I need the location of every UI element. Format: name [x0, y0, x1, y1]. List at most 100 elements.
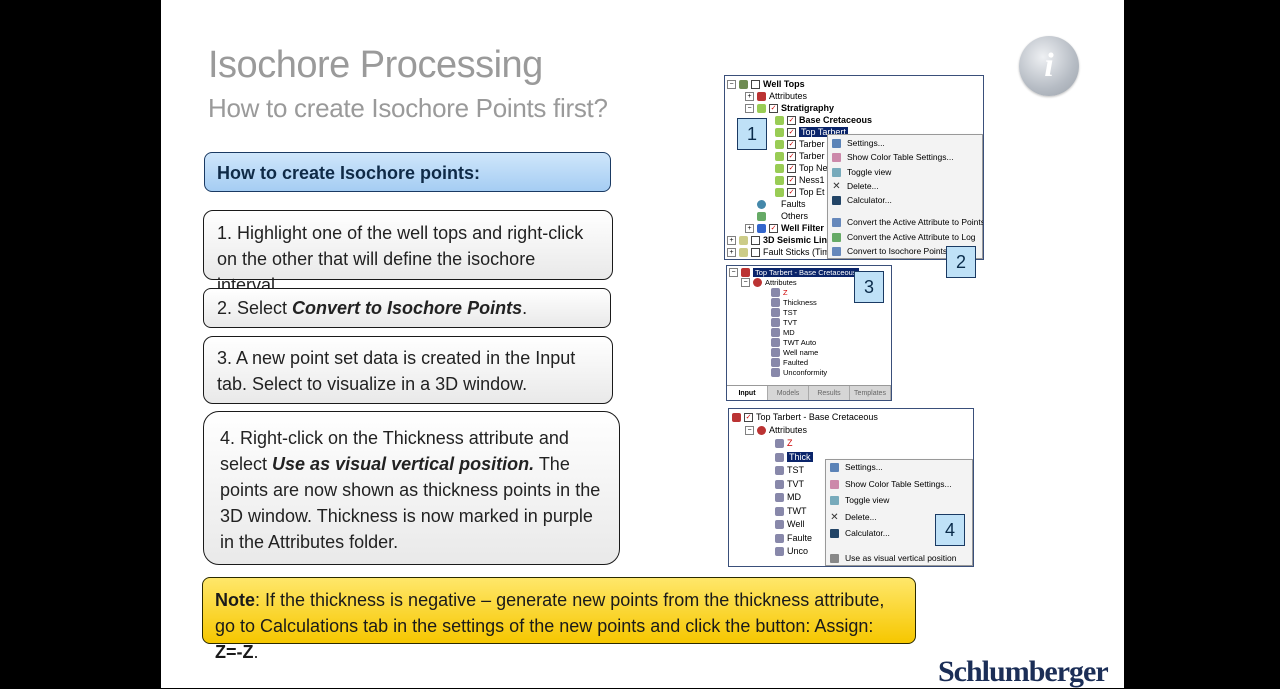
- tree-label: TST: [787, 465, 804, 475]
- tree-row[interactable]: +Attributes: [745, 91, 807, 101]
- step-2-suffix: .: [522, 298, 528, 318]
- tree-label: Well Tops: [763, 79, 805, 89]
- tree-row[interactable]: ✓Top Ne: [775, 163, 828, 173]
- tree-label: Ness1: [799, 175, 825, 185]
- tree-row[interactable]: −Attributes: [745, 425, 807, 435]
- tree-row[interactable]: Well: [775, 519, 804, 529]
- steps-header: How to create Isochore points:: [204, 152, 611, 192]
- tree-label: Faults: [781, 199, 806, 209]
- menu-label: Show Color Table Settings...: [847, 152, 954, 162]
- tree-row[interactable]: ✓Base Cretaceous: [775, 115, 872, 125]
- tree-row[interactable]: ✓Top Tarbert - Base Cretaceous: [732, 412, 878, 422]
- tree-label: Unconformity: [783, 368, 828, 377]
- tree-label: 3D Seismic Lin: [763, 235, 828, 245]
- step-2-prefix: 2. Select: [217, 298, 293, 318]
- tree-label: TVT: [787, 479, 804, 489]
- tree-row[interactable]: Z: [771, 288, 788, 297]
- tree-row[interactable]: ✓Top Tarbert: [775, 127, 848, 137]
- menu-label: Calculator...: [847, 195, 892, 205]
- tree-row[interactable]: TST: [771, 308, 797, 317]
- tree-row[interactable]: −Top Tarbert - Base Cretaceous: [729, 268, 859, 277]
- tree-row[interactable]: −Well Tops: [727, 79, 805, 89]
- step-4-prefix: 4. Right-click on the Thickness attribut…: [220, 428, 569, 474]
- menu-label: Toggle view: [845, 495, 890, 505]
- tree-row[interactable]: TVT: [771, 318, 797, 327]
- tree-row[interactable]: +✓Well Filter: [745, 223, 824, 233]
- tree-row[interactable]: TST: [775, 465, 804, 475]
- step-number-tag: 2: [946, 246, 976, 278]
- tab-models[interactable]: Models: [768, 386, 809, 400]
- tree-label: Well Filter: [781, 223, 824, 233]
- tree-row[interactable]: +Fault Sticks (Time: [727, 247, 835, 257]
- tree-row[interactable]: Thickness: [771, 298, 817, 307]
- tab-results[interactable]: Results: [809, 386, 850, 400]
- tree-label: TST: [783, 308, 798, 317]
- tree-row[interactable]: Thick: [775, 452, 813, 462]
- menu-item-color-table[interactable]: Show Color Table Settings...: [830, 479, 952, 489]
- tree-label: Top Et: [799, 187, 825, 197]
- menu-label: Convert the Active Attribute to Log: [847, 232, 976, 242]
- tab-templates[interactable]: Templates: [850, 386, 891, 400]
- tree-label: MD: [787, 492, 801, 502]
- context-menu: Settings... Show Color Table Settings...…: [827, 134, 983, 259]
- tree-row[interactable]: −✓Stratigraphy: [745, 103, 834, 113]
- menu-item-calculator[interactable]: Calculator...: [830, 528, 890, 538]
- menu-label: Calculator...: [845, 528, 890, 538]
- tree-row[interactable]: Others: [757, 211, 808, 221]
- menu-item-delete[interactable]: ✕Delete...: [832, 180, 879, 192]
- tree-row[interactable]: TWT: [775, 506, 807, 516]
- tree-row[interactable]: −Attributes: [741, 278, 797, 287]
- tree-label: Top Ne: [799, 163, 828, 173]
- tree-label: Top Tarbert - Base Cretaceous: [756, 412, 878, 422]
- slide-subtitle: How to create Isochore Points first?: [208, 93, 608, 123]
- menu-item-calculator[interactable]: Calculator...: [832, 195, 892, 205]
- tree-label: Fault Sticks (Time: [763, 247, 835, 257]
- tree-label: Z: [783, 288, 788, 297]
- tree-row[interactable]: Faulted: [771, 358, 808, 367]
- menu-item-convert-points[interactable]: Convert the Active Attribute to Points: [832, 217, 983, 227]
- menu-label: Use as visual vertical position: [845, 553, 957, 563]
- pane-tabs: Input Models Results Templates: [727, 385, 891, 400]
- menu-label: Settings...: [847, 138, 885, 148]
- info-icon[interactable]: i: [1019, 36, 1079, 96]
- tree-row[interactable]: Faults: [757, 199, 806, 209]
- menu-item-color-table[interactable]: Show Color Table Settings...: [832, 152, 954, 162]
- tree-row[interactable]: TVT: [775, 479, 804, 489]
- menu-item-settings[interactable]: Settings...: [830, 462, 883, 472]
- tree-row[interactable]: TWT Auto: [771, 338, 816, 347]
- tree-row[interactable]: Z: [775, 438, 793, 448]
- menu-item-toggle-view[interactable]: Toggle view: [830, 495, 889, 505]
- tree-label: TVT: [783, 318, 798, 327]
- tree-label: Stratigraphy: [781, 103, 835, 113]
- tree-row[interactable]: ✓Ness1: [775, 175, 825, 185]
- tree-label: Z: [787, 438, 793, 448]
- menu-item-delete[interactable]: ✕Delete...: [830, 511, 877, 523]
- menu-label: Convert to Isochore Points: [847, 246, 948, 256]
- tree-label: Attributes: [769, 91, 808, 101]
- tree-label: Tarber: [799, 151, 825, 161]
- screenshot-well-tops: −Well Tops +Attributes −✓Stratigraphy ✓B…: [724, 75, 984, 260]
- menu-item-settings[interactable]: Settings...: [832, 138, 885, 148]
- tree-row[interactable]: MD: [771, 328, 795, 337]
- tree-row[interactable]: +3D Seismic Lin: [727, 235, 827, 245]
- menu-item-convert-log[interactable]: Convert the Active Attribute to Log: [832, 232, 976, 242]
- tree-row[interactable]: Unconformity: [771, 368, 827, 377]
- tree-row[interactable]: Well name: [771, 348, 818, 357]
- tree-label: MD: [783, 328, 795, 337]
- step-2-emphasis: Convert to Isochore Points: [292, 298, 523, 318]
- menu-item-toggle-view[interactable]: Toggle view: [832, 167, 891, 177]
- tree-row[interactable]: Faulte: [775, 533, 812, 543]
- tab-input[interactable]: Input: [727, 386, 768, 400]
- tree-row[interactable]: ✓Tarber: [775, 139, 825, 149]
- tree-row[interactable]: Unco: [775, 546, 808, 556]
- step-number-tag: 3: [854, 271, 884, 303]
- step-number-tag: 1: [737, 118, 767, 150]
- tree-label: Thickness: [783, 298, 817, 307]
- note-label: Note: [215, 590, 255, 610]
- tree-label: Tarber: [799, 139, 825, 149]
- menu-item-convert-isochore[interactable]: Convert to Isochore Points: [832, 246, 947, 256]
- tree-row[interactable]: ✓Tarber: [775, 151, 825, 161]
- tree-row[interactable]: MD: [775, 492, 801, 502]
- menu-item-visual-vertical[interactable]: Use as visual vertical position: [830, 553, 957, 563]
- tree-row[interactable]: ✓Top Et: [775, 187, 825, 197]
